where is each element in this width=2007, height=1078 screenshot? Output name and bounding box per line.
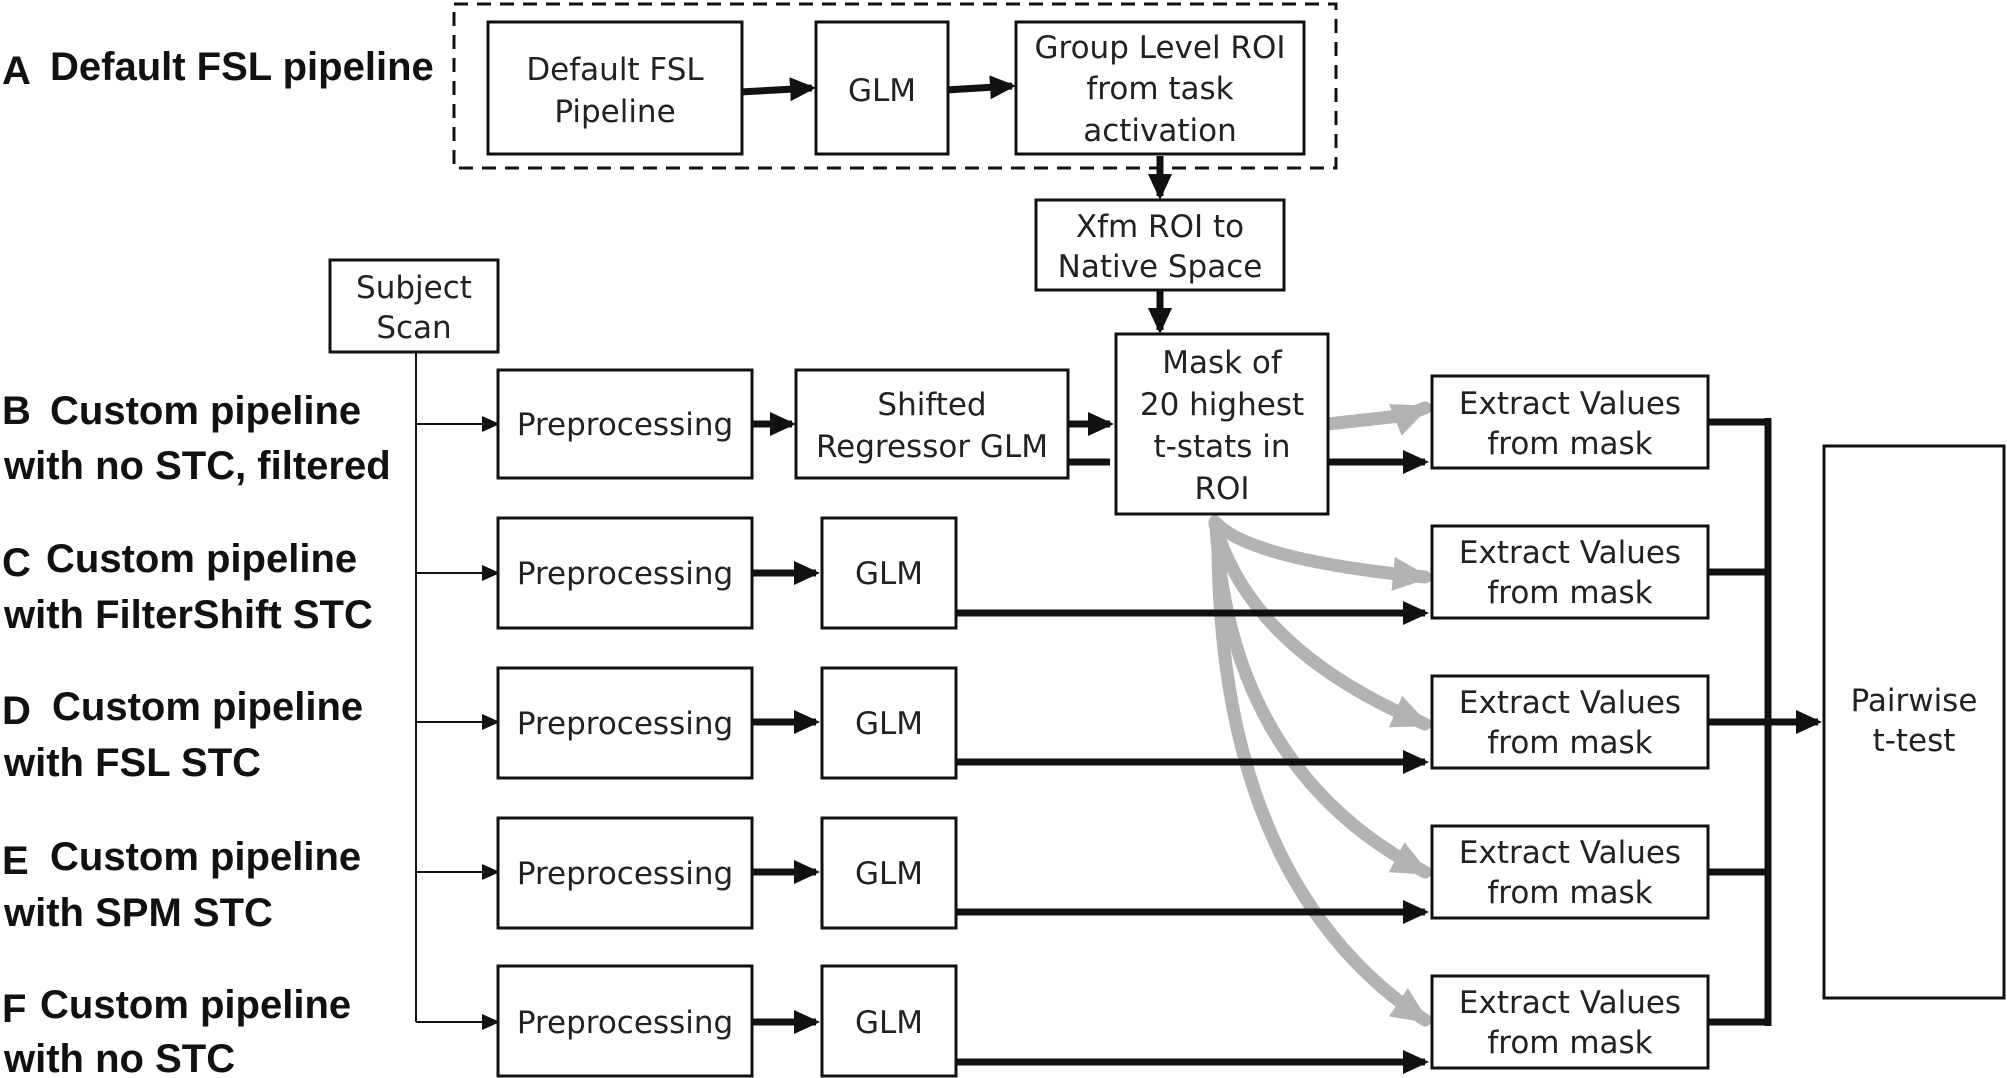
box-xfm-roi: Xfm ROI to Native Space	[1034, 198, 1286, 292]
box-line: Preprocessing	[517, 856, 733, 892]
box-preprocessing-b: Preprocessing	[496, 368, 754, 480]
row-letter: D	[2, 689, 31, 733]
box-line: Preprocessing	[517, 706, 733, 742]
box-glm-c: GLM	[820, 516, 958, 630]
box-mask: Mask of 20 highest t-stats in ROI	[1114, 332, 1330, 516]
box-line: from mask	[1487, 725, 1652, 761]
box-line: ROI	[1194, 471, 1249, 507]
box-pairwise-t-test: Pairwise t-test	[1822, 444, 2006, 1000]
box-line: t-stats in	[1153, 429, 1290, 465]
box-subject-scan: Subject Scan	[328, 258, 500, 354]
box-line: GLM	[855, 856, 923, 892]
box-glm-e: GLM	[820, 816, 958, 930]
row-label-f: F Custom pipeline with no STC	[2, 983, 351, 1078]
box-line: Regressor GLM	[816, 429, 1048, 465]
gray-arrow-to-extract-d	[1208, 517, 1432, 731]
row-letter: F	[2, 987, 26, 1031]
gray-arrows	[1208, 401, 1432, 1027]
row-label-line: with SPM STC	[3, 891, 273, 935]
box-line: Native Space	[1058, 249, 1263, 285]
box-line: Extract Values	[1459, 985, 1681, 1021]
arrow-default-to-glm	[739, 77, 816, 102]
black-arrows	[739, 75, 1822, 1074]
row-label-line: with no STC	[3, 1037, 235, 1078]
row-label-line: Custom pipeline	[50, 389, 361, 433]
row-label-d: D Custom pipeline with FSL STC	[2, 685, 363, 785]
box-line: Scan	[376, 310, 451, 346]
box-line: Group Level ROI	[1035, 30, 1286, 66]
box-extract-values-d: Extract Values from mask	[1430, 674, 1710, 770]
box-line: Extract Values	[1459, 386, 1681, 422]
box-line: Mask of	[1162, 345, 1283, 381]
box-line: Pairwise	[1851, 683, 1978, 719]
row-letter: A	[2, 49, 31, 93]
box-line: Subject	[356, 270, 472, 306]
box-line: from mask	[1487, 875, 1652, 911]
box-extract-values-b: Extract Values from mask	[1430, 374, 1710, 470]
box-line: GLM	[855, 706, 923, 742]
row-label-c: C Custom pipeline with FilterShift STC	[2, 537, 373, 637]
row-label-b: B Custom pipeline with no STC, filtered	[2, 389, 391, 488]
box-line: from task	[1086, 71, 1233, 107]
box-line: Default FSL	[526, 52, 704, 88]
box-extract-values-c: Extract Values from mask	[1430, 524, 1710, 620]
gray-arrow-to-extract-b	[1321, 401, 1432, 436]
box-glm-d: GLM	[820, 666, 958, 780]
row-label-line: with FSL STC	[3, 741, 261, 785]
box-group-level-roi: Group Level ROI from task activation	[1014, 20, 1306, 156]
bus-from-extract-boxes	[1708, 418, 1772, 1026]
gray-arrow-to-extract-c	[1208, 515, 1432, 591]
box-line: Extract Values	[1459, 835, 1681, 871]
subject-branch	[415, 352, 500, 1030]
box-line: from mask	[1487, 575, 1652, 611]
box-preprocessing-c: Preprocessing	[496, 516, 754, 630]
row-label-line: Custom pipeline	[46, 537, 357, 581]
box-line: GLM	[855, 556, 923, 592]
box-preprocessing-e: Preprocessing	[496, 816, 754, 930]
arrow-glm-to-group-roi	[945, 75, 1016, 100]
box-line: from mask	[1487, 426, 1652, 462]
box-glm-a: GLM	[814, 20, 950, 156]
box-line: activation	[1083, 113, 1237, 149]
box-line: Pipeline	[554, 94, 675, 130]
box-preprocessing-f: Preprocessing	[496, 964, 754, 1078]
box-line: Extract Values	[1459, 685, 1681, 721]
box-glm-f: GLM	[820, 964, 958, 1078]
default-pipeline-dashed-region	[452, 2, 1338, 170]
row-letter: C	[2, 541, 31, 585]
row-label-line: Custom pipeline	[52, 685, 363, 729]
row-label-line: Custom pipeline	[40, 983, 351, 1027]
row-letter: B	[2, 389, 31, 433]
row-label-line: Custom pipeline	[50, 835, 361, 879]
box-extract-values-f: Extract Values from mask	[1430, 974, 1710, 1070]
box-line: Xfm ROI to	[1076, 209, 1244, 245]
box-line: Preprocessing	[517, 556, 733, 592]
box-line: from mask	[1487, 1025, 1652, 1061]
box-line: Preprocessing	[517, 407, 733, 443]
row-label-line: Default FSL pipeline	[50, 45, 434, 89]
box-line: t-test	[1873, 723, 1956, 759]
box-line: 20 highest	[1140, 387, 1304, 423]
row-label-e: E Custom pipeline with SPM STC	[2, 835, 361, 935]
box-default-fsl-pipeline: Default FSL Pipeline	[486, 20, 744, 156]
box-line: GLM	[855, 1005, 923, 1041]
row-label-a: A Default FSL pipeline	[2, 45, 434, 93]
box-line: GLM	[848, 73, 916, 109]
box-line: Shifted	[877, 387, 986, 423]
row-letter: E	[2, 839, 29, 883]
box-line: Extract Values	[1459, 535, 1681, 571]
row-label-line: with FilterShift STC	[3, 593, 373, 637]
box-shifted-regressor-glm: Shifted Regressor GLM	[794, 368, 1070, 480]
box-extract-values-e: Extract Values from mask	[1430, 824, 1710, 920]
box-line: Preprocessing	[517, 1005, 733, 1041]
gray-arrow-to-extract-f	[1211, 521, 1432, 1027]
box-preprocessing-d: Preprocessing	[496, 666, 754, 780]
row-label-line: with no STC, filtered	[3, 444, 391, 488]
